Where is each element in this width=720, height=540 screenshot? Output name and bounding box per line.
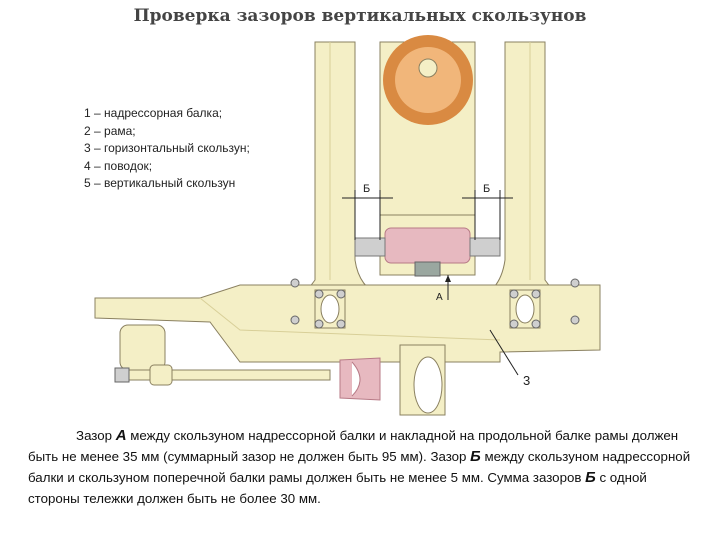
bolster-beam [94, 284, 601, 363]
center-housing [399, 344, 446, 416]
legend-item-3: 3 – горизонтальный скользун; [84, 141, 250, 155]
part-3-label: 3 [523, 373, 530, 388]
gap-a-dimension [445, 275, 451, 300]
gap-b-label-right: Б [483, 183, 490, 195]
traction-rod [114, 324, 331, 386]
caption-gap-a: А [115, 427, 127, 444]
gap-a-label: А [436, 292, 443, 303]
frame-right-column [469, 41, 561, 301]
legend: 1 – надрессорная балка; 2 – рама; 3 – го… [84, 105, 250, 193]
leader-line-3 [489, 329, 519, 376]
caption-gap-b-1: Б [470, 448, 481, 465]
horizontal-slider [339, 357, 381, 401]
central-slider [354, 214, 501, 277]
wheel [379, 35, 476, 218]
caption-part-2: между скользуном надрессорной балки и на… [28, 428, 679, 464]
page-title: Проверка зазоров вертикальных скользунов [133, 6, 587, 26]
caption-part-4: с одной стороны тележки должен быть не б… [28, 470, 647, 506]
vertical-slider-right [509, 289, 541, 329]
caption: Зазор А между скользуном надрессорной ба… [28, 425, 698, 509]
caption-gap-b-2: Б [585, 469, 596, 486]
gap-b-label-left: Б [363, 183, 370, 195]
gap-b-dimension-left [342, 190, 393, 240]
caption-part-3: между скользуном надрессорной балки и ск… [28, 449, 691, 485]
diagram: Б Б А 3 [94, 35, 601, 416]
gap-b-dimension-right [462, 190, 513, 240]
caption-part-1: Зазор [76, 428, 116, 443]
frame-bolts [290, 278, 580, 325]
vertical-slider-left [314, 289, 346, 329]
legend-item-5: 5 – вертикальный скользун [84, 176, 236, 190]
legend-item-2: 2 – рама; [84, 123, 136, 138]
legend-item-1: 1 – надрессорная балка; [84, 106, 223, 120]
legend-item-4: 4 – поводок; [84, 158, 153, 173]
